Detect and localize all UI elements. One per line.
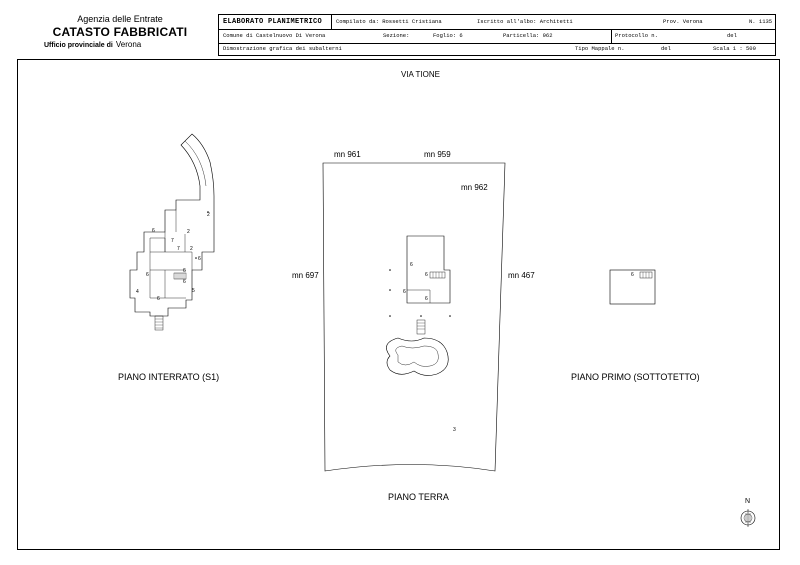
del-2: del xyxy=(661,45,671,52)
neighbor-mn961: mn 961 xyxy=(334,150,361,159)
office-label: Ufficio provinciale di xyxy=(44,42,113,49)
street-label: VIA TIONE xyxy=(401,70,440,79)
provincia: Prov. Verona xyxy=(663,18,703,25)
dimostrazione: Dimostrazione grafica dei subalterni xyxy=(223,45,342,52)
scala: Scala 1 : 500 xyxy=(713,45,756,52)
info-row-3: Dimostrazione grafica dei subalterni Tip… xyxy=(219,43,775,55)
floor-label-terra: PIANO TERRA xyxy=(388,492,449,502)
del-1: del xyxy=(727,32,737,39)
particella: Particella: 962 xyxy=(503,32,553,39)
iscritto: Iscritto all'albo: Architetti xyxy=(477,18,573,25)
sub-number: 6 xyxy=(403,289,406,295)
neighbor-mn959: mn 959 xyxy=(424,150,451,159)
sub-number: 6 xyxy=(157,296,160,302)
sub-number: 6 xyxy=(152,228,155,234)
sub-number: 7 xyxy=(171,238,174,244)
compilato: Compilato da: Rossetti Cristiana xyxy=(336,18,442,25)
sub-number: 5 xyxy=(192,288,195,294)
floor-label-interrato: PIANO INTERRATO (S1) xyxy=(118,372,220,382)
agency-name: Agenzia delle Entrate xyxy=(77,14,163,24)
sub-number: 6 xyxy=(631,272,634,278)
catasto-title: CATASTO FABBRICATI xyxy=(52,25,188,39)
north-arrow-icon xyxy=(740,509,756,527)
sub-number: 6 xyxy=(198,256,201,262)
numero: N. 1135 xyxy=(749,18,773,25)
sezione: Sezione: xyxy=(383,32,410,39)
sub-number: 2 xyxy=(187,229,190,235)
office-city: Verona xyxy=(115,40,142,49)
info-table: ELABORATO PLANIMETRICO Compilato da: Ros… xyxy=(218,14,776,56)
piano-terra-plan xyxy=(322,162,506,472)
divider xyxy=(611,29,612,43)
foglio: Foglio: 6 xyxy=(433,32,463,39)
info-row-1: ELABORATO PLANIMETRICO Compilato da: Ros… xyxy=(219,15,775,30)
sub-number: 7 xyxy=(177,246,180,252)
sub-number: 6 xyxy=(425,272,428,278)
piano-interrato-plan xyxy=(129,133,215,331)
piano-primo-plan xyxy=(609,269,656,305)
doc-title: ELABORATO PLANIMETRICO xyxy=(223,18,323,26)
comune: Comune di Castelnuovo Di Verona xyxy=(223,32,326,39)
sub-number: 3 xyxy=(453,427,456,433)
sub-number: 6 xyxy=(425,296,428,302)
sub-number: 4 xyxy=(136,289,139,295)
sub-number: 2 xyxy=(190,246,193,252)
protocollo: Protocollo n. xyxy=(615,32,658,39)
header-block: Agenzia delle Entrate CATASTO FABBRICATI… xyxy=(30,14,210,49)
floor-label-primo: PIANO PRIMO (SOTTOTETTO) xyxy=(571,372,700,382)
sub-number: 6 xyxy=(183,279,186,285)
neighbor-mn962: mn 962 xyxy=(461,183,488,192)
tipo-mappale: Tipo Mappale n. xyxy=(575,45,625,52)
info-row-2: Comune di Castelnuovo Di Verona Sezione:… xyxy=(219,29,775,44)
sub-number: 2 xyxy=(207,212,210,218)
neighbor-mn697: mn 697 xyxy=(292,271,319,280)
north-label: N xyxy=(745,498,751,505)
sub-number: 6 xyxy=(146,272,149,278)
sub-number: 6 xyxy=(410,262,413,268)
divider xyxy=(331,15,332,29)
sub-number: 6 xyxy=(183,268,186,274)
drawing-frame xyxy=(17,59,780,550)
neighbor-mn467: mn 467 xyxy=(508,271,535,280)
